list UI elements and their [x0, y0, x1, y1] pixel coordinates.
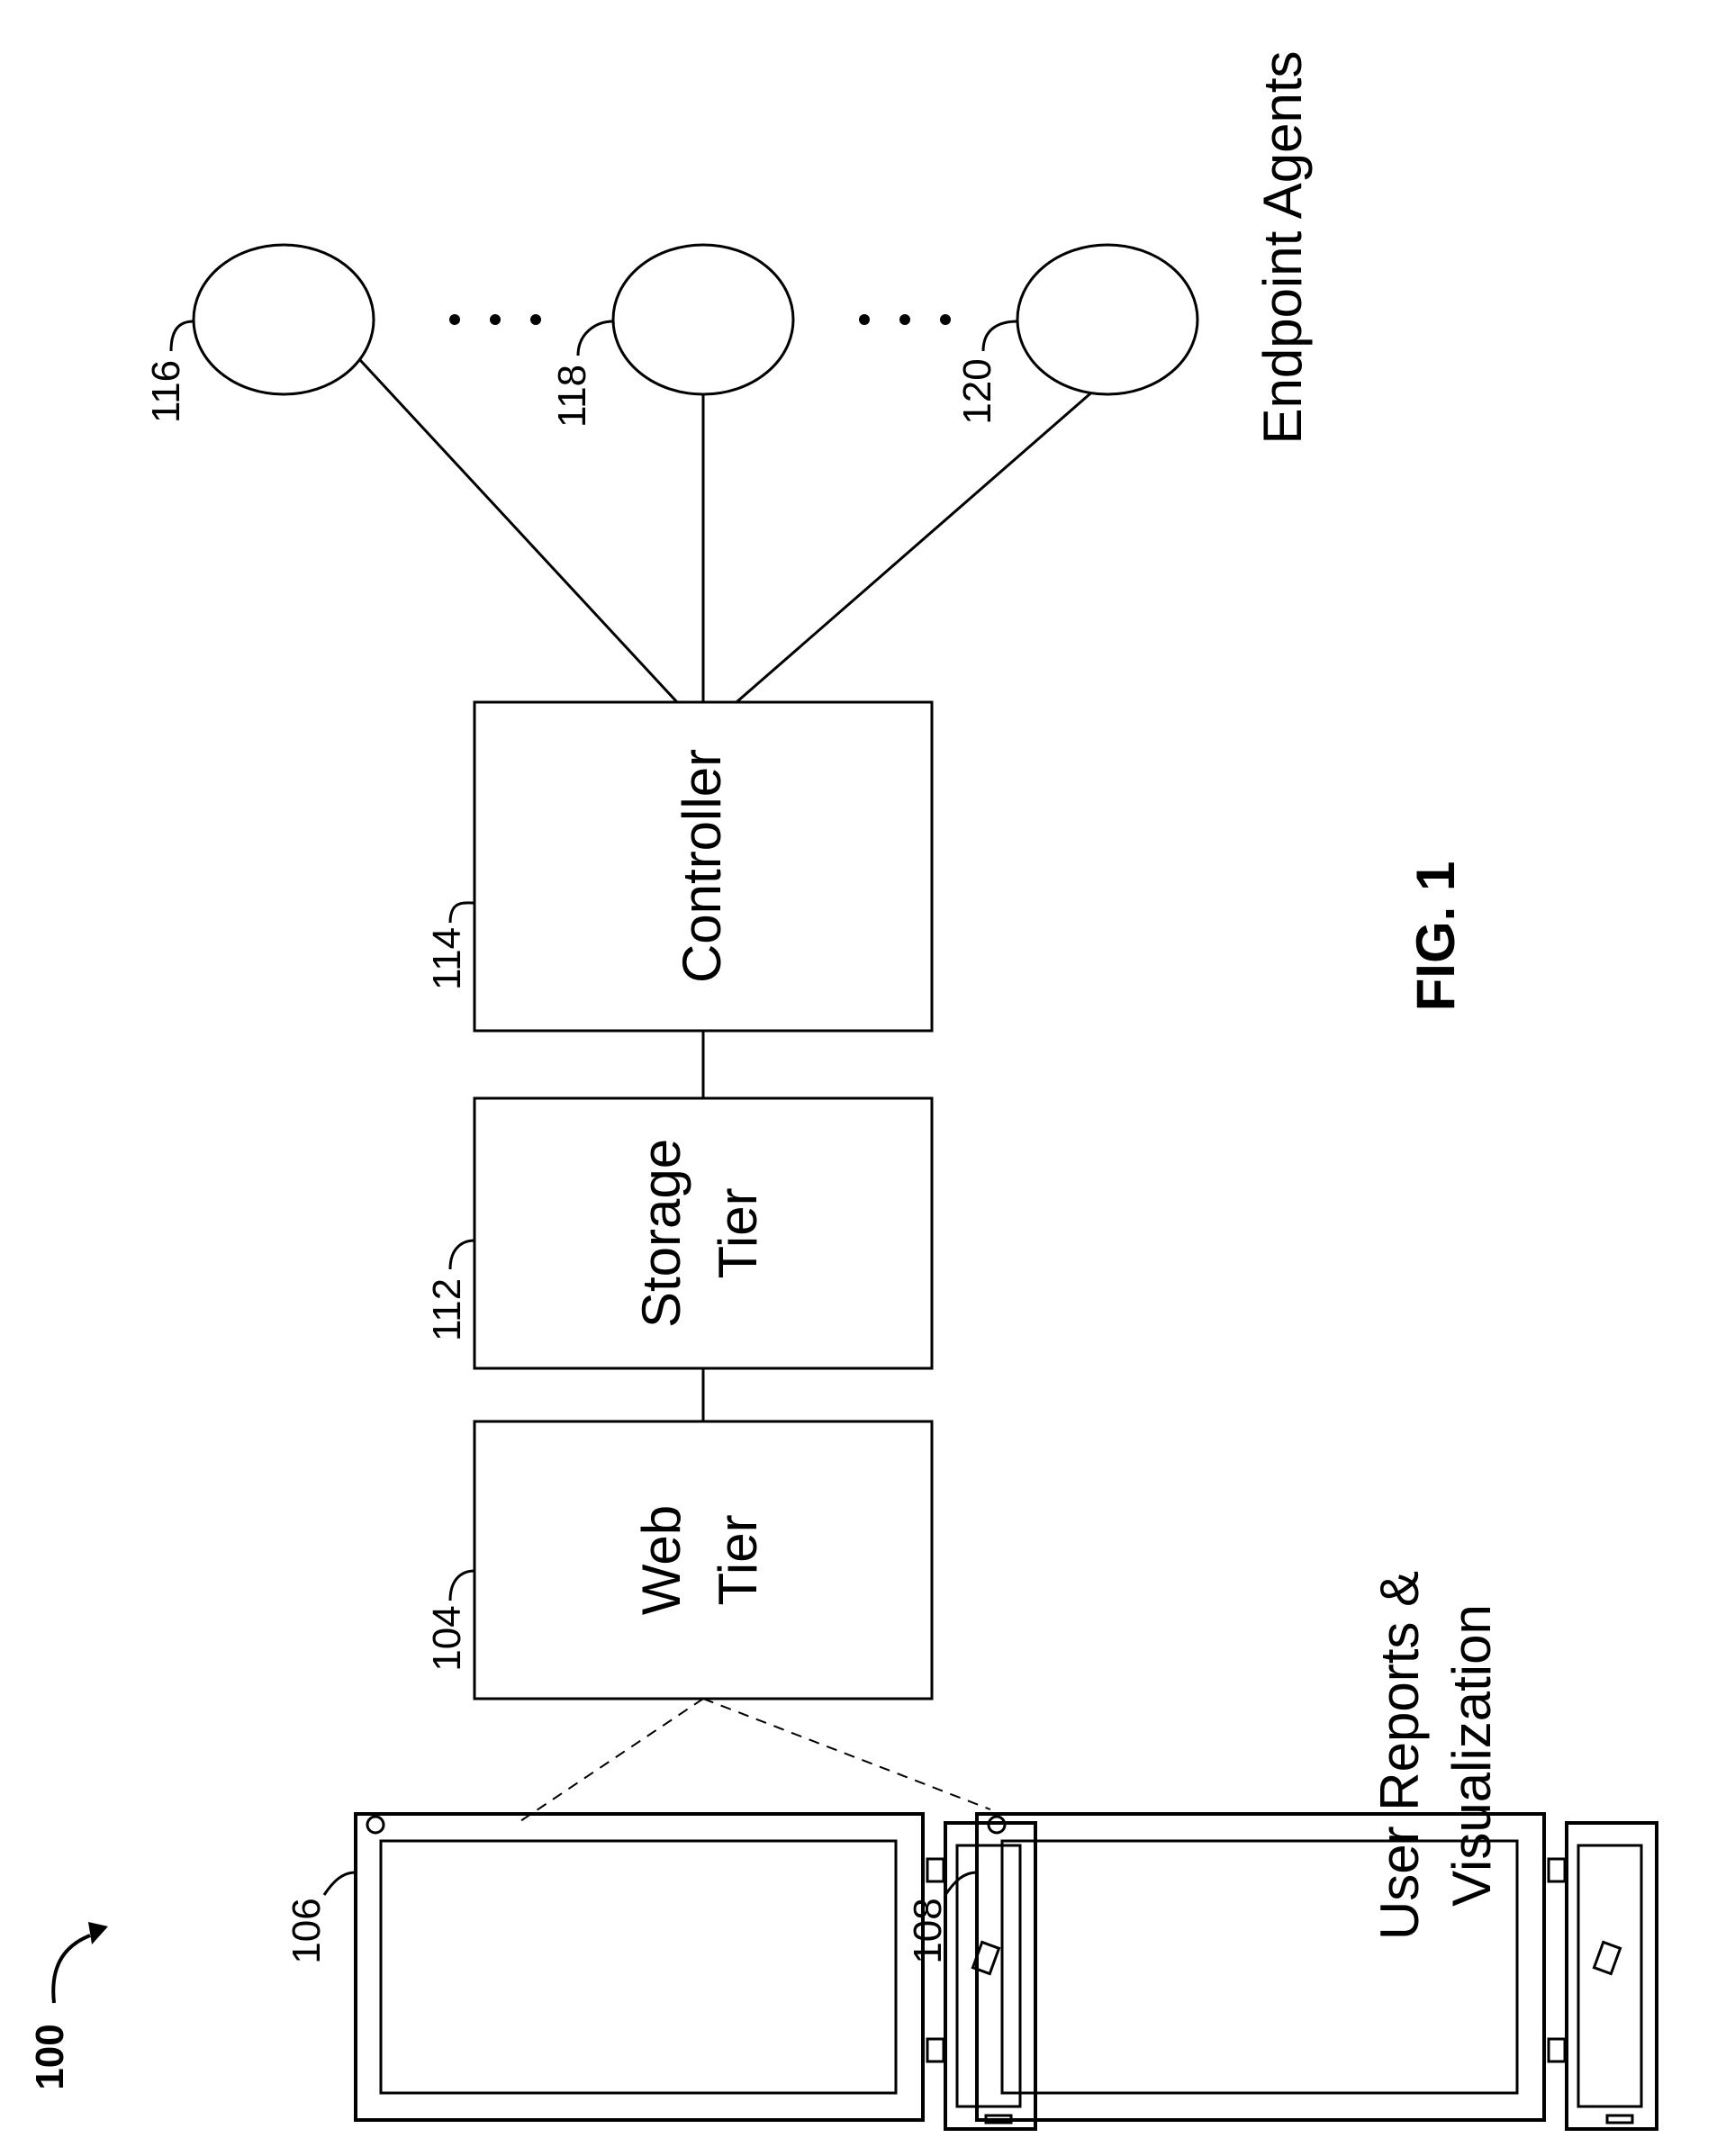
controller-agent-120-link: [736, 383, 1103, 702]
web-device-106-link: [520, 1699, 703, 1821]
laptop-108-leader: [945, 1872, 977, 1895]
laptop-108-ref: 108: [906, 1898, 950, 1963]
storage-tier-ref: 112: [425, 1278, 469, 1341]
web-tier-block: [474, 1421, 932, 1699]
system-ref-label: 100: [28, 2024, 72, 2089]
storage-tier-block: [474, 1098, 932, 1368]
storage-tier-label-line2: Tier: [708, 1187, 768, 1278]
endpoint-agent-120: [1017, 245, 1197, 394]
storage-tier-leader: [450, 1240, 474, 1269]
web-tier-label-line1: Web: [631, 1505, 691, 1615]
controller-agent-116-link: [360, 360, 677, 702]
laptop-106-leader: [324, 1872, 356, 1895]
web-device-108-link: [703, 1699, 990, 1809]
controller-ref: 114: [425, 927, 469, 990]
laptop-icon: [356, 1814, 1035, 2129]
endpoint-agent-120-ref: 120: [955, 358, 999, 424]
endpoint-agent-120-leader: [983, 321, 1017, 351]
endpoint-agents-label: Endpoint Agents: [1252, 50, 1313, 444]
web-tier-label-line2: Tier: [708, 1514, 768, 1605]
controller-label: Controller: [672, 749, 732, 983]
web-tier-leader: [450, 1571, 474, 1601]
endpoint-agent-116-ref: 116: [144, 360, 188, 423]
user-reports-label-line2: Visualization: [1441, 1604, 1502, 1907]
endpoint-agent-116-leader: [171, 321, 194, 351]
ellipsis-dots-upper: [449, 314, 541, 325]
endpoint-agent-118-ref: 118: [550, 365, 594, 428]
laptop-icon: [977, 1814, 1657, 2129]
figure-label: FIG. 1: [1405, 861, 1466, 1012]
controller-leader: [450, 903, 474, 923]
web-tier-ref: 104: [425, 1605, 469, 1671]
endpoint-agent-118-leader: [578, 321, 613, 356]
user-reports-label-line1: User Reports &: [1369, 1571, 1430, 1940]
storage-tier-label-line1: Storage: [631, 1139, 691, 1328]
ellipsis-dots-lower: [859, 314, 951, 325]
laptop-106-ref: 106: [285, 1898, 329, 1963]
endpoint-agent-116: [194, 245, 374, 394]
arrowhead-icon: [88, 1922, 108, 1944]
endpoint-agent-118: [613, 245, 793, 394]
system-ref-arrow: [53, 1935, 90, 2003]
